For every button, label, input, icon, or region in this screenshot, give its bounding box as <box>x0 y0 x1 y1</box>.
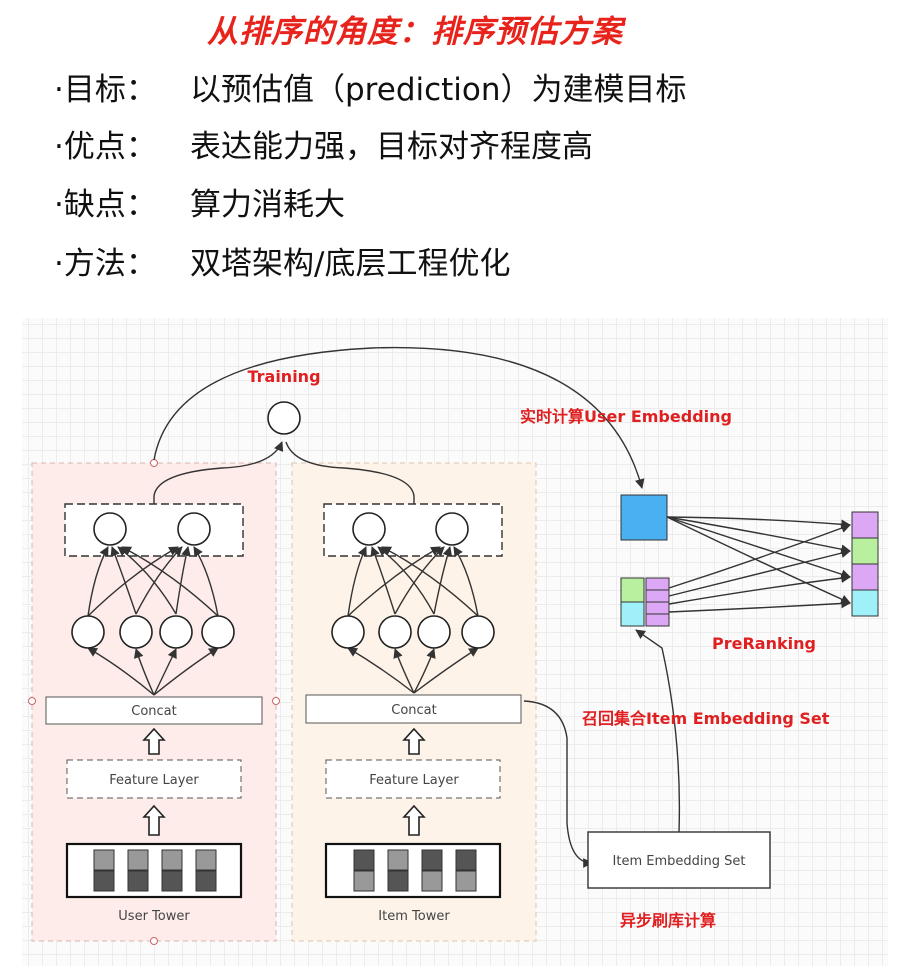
item-concat-label: Concat <box>391 703 436 718</box>
bullet-key: ·优点： <box>54 129 157 165</box>
concat-to-item-set-arrow <box>523 700 593 868</box>
item-feature-layer-label: Feature Layer <box>369 773 459 788</box>
ranked-output-stack <box>851 511 879 617</box>
bullet-key: ·缺点： <box>54 187 157 223</box>
handle-top <box>150 459 158 467</box>
user-feature-layer-label: Feature Layer <box>109 773 199 788</box>
item-feature-layer-box <box>325 759 501 799</box>
user-feature-layer-box <box>66 759 242 799</box>
item-embedding-set-label: Item Embedding Set <box>613 854 746 869</box>
user-concat-label: Concat <box>131 704 176 719</box>
diagram-svg: Concat Concat Feature Layer Feature Laye… <box>28 346 879 945</box>
bullet-value: 双塔架构/底层工程优化 <box>190 246 511 282</box>
bullet-cons: ·缺点： 算力消耗大 <box>54 183 345 227</box>
user-input-cells <box>93 849 217 892</box>
bullet-method: ·方法： 双塔架构/底层工程优化 <box>54 242 510 286</box>
item-top-group <box>323 503 503 557</box>
training-label: Training <box>247 367 320 386</box>
item-tower-label: Item Tower <box>378 909 450 924</box>
async-refresh-label: 异步刷库计算 <box>620 911 716 930</box>
architecture-diagram: Concat Concat Feature Layer Feature Laye… <box>22 318 888 966</box>
recall-set-label: 召回集合Item Embedding Set <box>582 709 830 728</box>
bullet-key: ·方法： <box>54 246 157 282</box>
user-hidden-to-top-arrows <box>87 546 219 617</box>
preranking-arrows <box>666 516 851 613</box>
bullet-value: 以预估值（prediction）为建模目标 <box>190 72 687 108</box>
item-embedding-set-box <box>587 831 771 889</box>
handle-bottom <box>150 937 158 945</box>
handle-left <box>28 697 36 705</box>
user-concat-box <box>45 696 263 725</box>
bullet-value: 表达能力强，目标对齐程度高 <box>190 129 593 165</box>
item-concat-box <box>305 694 522 724</box>
merge-arrows <box>153 441 415 504</box>
item-hidden-to-top-arrows <box>347 546 479 617</box>
item-set-to-stack-arrow <box>635 629 681 833</box>
item-input-cells <box>353 849 477 892</box>
user-tower-label: User Tower <box>118 909 190 924</box>
node-circles <box>71 401 495 649</box>
hollow-arrow-icon <box>142 727 426 836</box>
user-embedding-box <box>620 494 668 541</box>
bullet-goal: ·目标： 以预估值（prediction）为建模目标 <box>54 68 687 112</box>
preranking-label: PreRanking <box>712 634 816 653</box>
item-embedding-stack <box>620 577 670 627</box>
training-arc <box>153 346 645 489</box>
page-title: 从排序的角度：排序预估方案 <box>207 14 623 50</box>
concat-to-hidden-arrows <box>87 647 479 696</box>
bullet-key: ·目标： <box>54 72 157 108</box>
user-top-group <box>64 503 244 557</box>
bullet-value: 算力消耗大 <box>190 187 345 223</box>
realtime-user-embedding-label: 实时计算User Embedding <box>520 407 732 426</box>
bullet-pros: ·优点： 表达能力强，目标对齐程度高 <box>54 125 593 169</box>
handle-right <box>272 697 280 705</box>
